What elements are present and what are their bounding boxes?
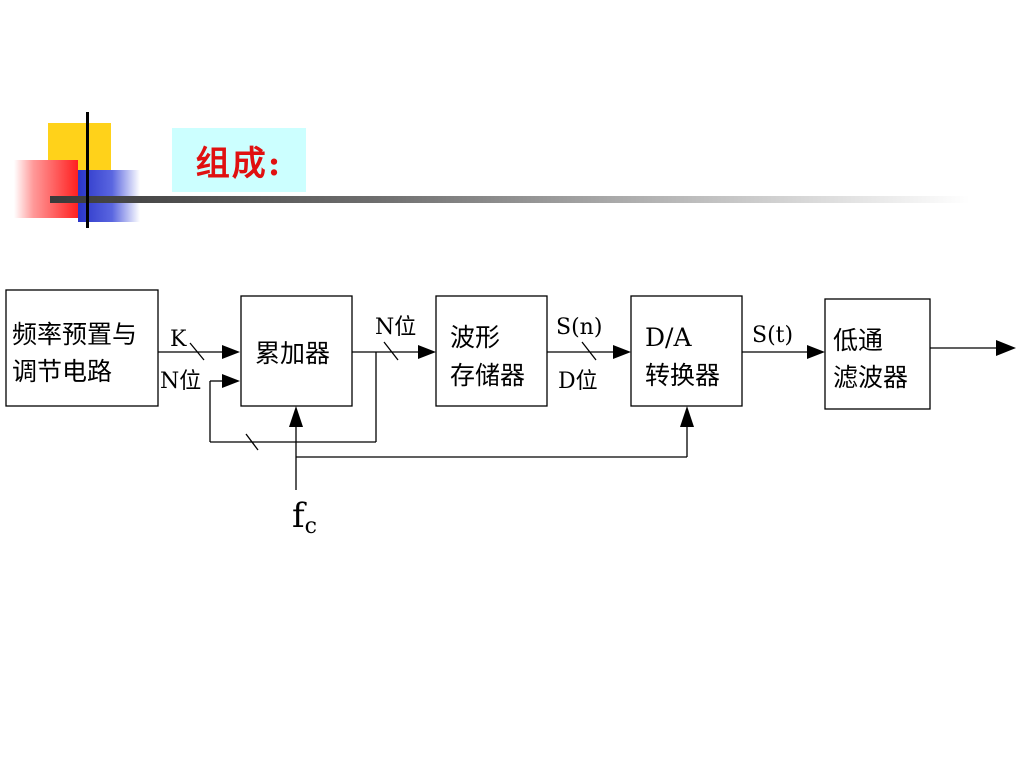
label-s-t: S(t) [752,323,793,348]
block-freq-preset-line2: 调节电路 [12,357,112,386]
block-waveform-memory-box [435,295,548,407]
block-freq-preset-box [5,289,159,407]
slide-title: 组成: [195,143,283,184]
slide-title-box: 组成: [172,128,306,192]
block-waveform-memory-line2: 存储器 [450,361,525,390]
deco-vertical-line [86,112,89,228]
block-da-converter-line2: 转换器 [645,361,720,390]
block-da-converter: D/A 转换器 [630,295,743,407]
wire-da-to-filter: S(t) [742,323,825,359]
block-lowpass-filter: 低通 滤波器 [824,298,931,410]
wire-memory-to-da: S(n) D位 [547,315,631,394]
wire-acc-to-memory: N位 [375,315,436,361]
bus-slash-feedback [245,433,259,451]
wire-output [930,340,1016,356]
block-accumulator-label: 累加器 [255,339,330,368]
block-lowpass-filter-line2: 滤波器 [833,363,908,392]
label-n-bits-in: N位 [160,369,201,394]
block-da-converter-line1: D/A [645,323,692,352]
block-accumulator-box [240,295,353,407]
block-waveform-memory: 波形 存储器 [435,295,548,407]
block-lowpass-filter-line1: 低通 [833,326,883,355]
title-underline-rule [50,196,970,203]
block-freq-preset: 频率预置与 调节电路 [5,289,159,407]
label-d-bits: D位 [558,369,598,394]
block-lowpass-filter-box [824,298,931,410]
label-fc: fc [292,496,317,539]
label-k: K [170,327,187,352]
block-waveform-memory-line1: 波形 [450,323,500,352]
block-freq-preset-line1: 频率预置与 [12,320,137,349]
wire-clock: fc [289,406,694,539]
bus-slash-n-bits [383,341,399,361]
wire-k-input: K [158,327,240,361]
deco-red-square [14,160,78,218]
block-accumulator: 累加器 [240,295,353,407]
label-n-bits-out: N位 [375,315,416,340]
bus-slash-k [189,342,205,361]
block-da-converter-box [630,295,743,407]
wire-feedback: N位 [160,351,377,451]
bus-slash-d-bits [581,341,597,361]
label-s-n: S(n) [556,315,602,340]
